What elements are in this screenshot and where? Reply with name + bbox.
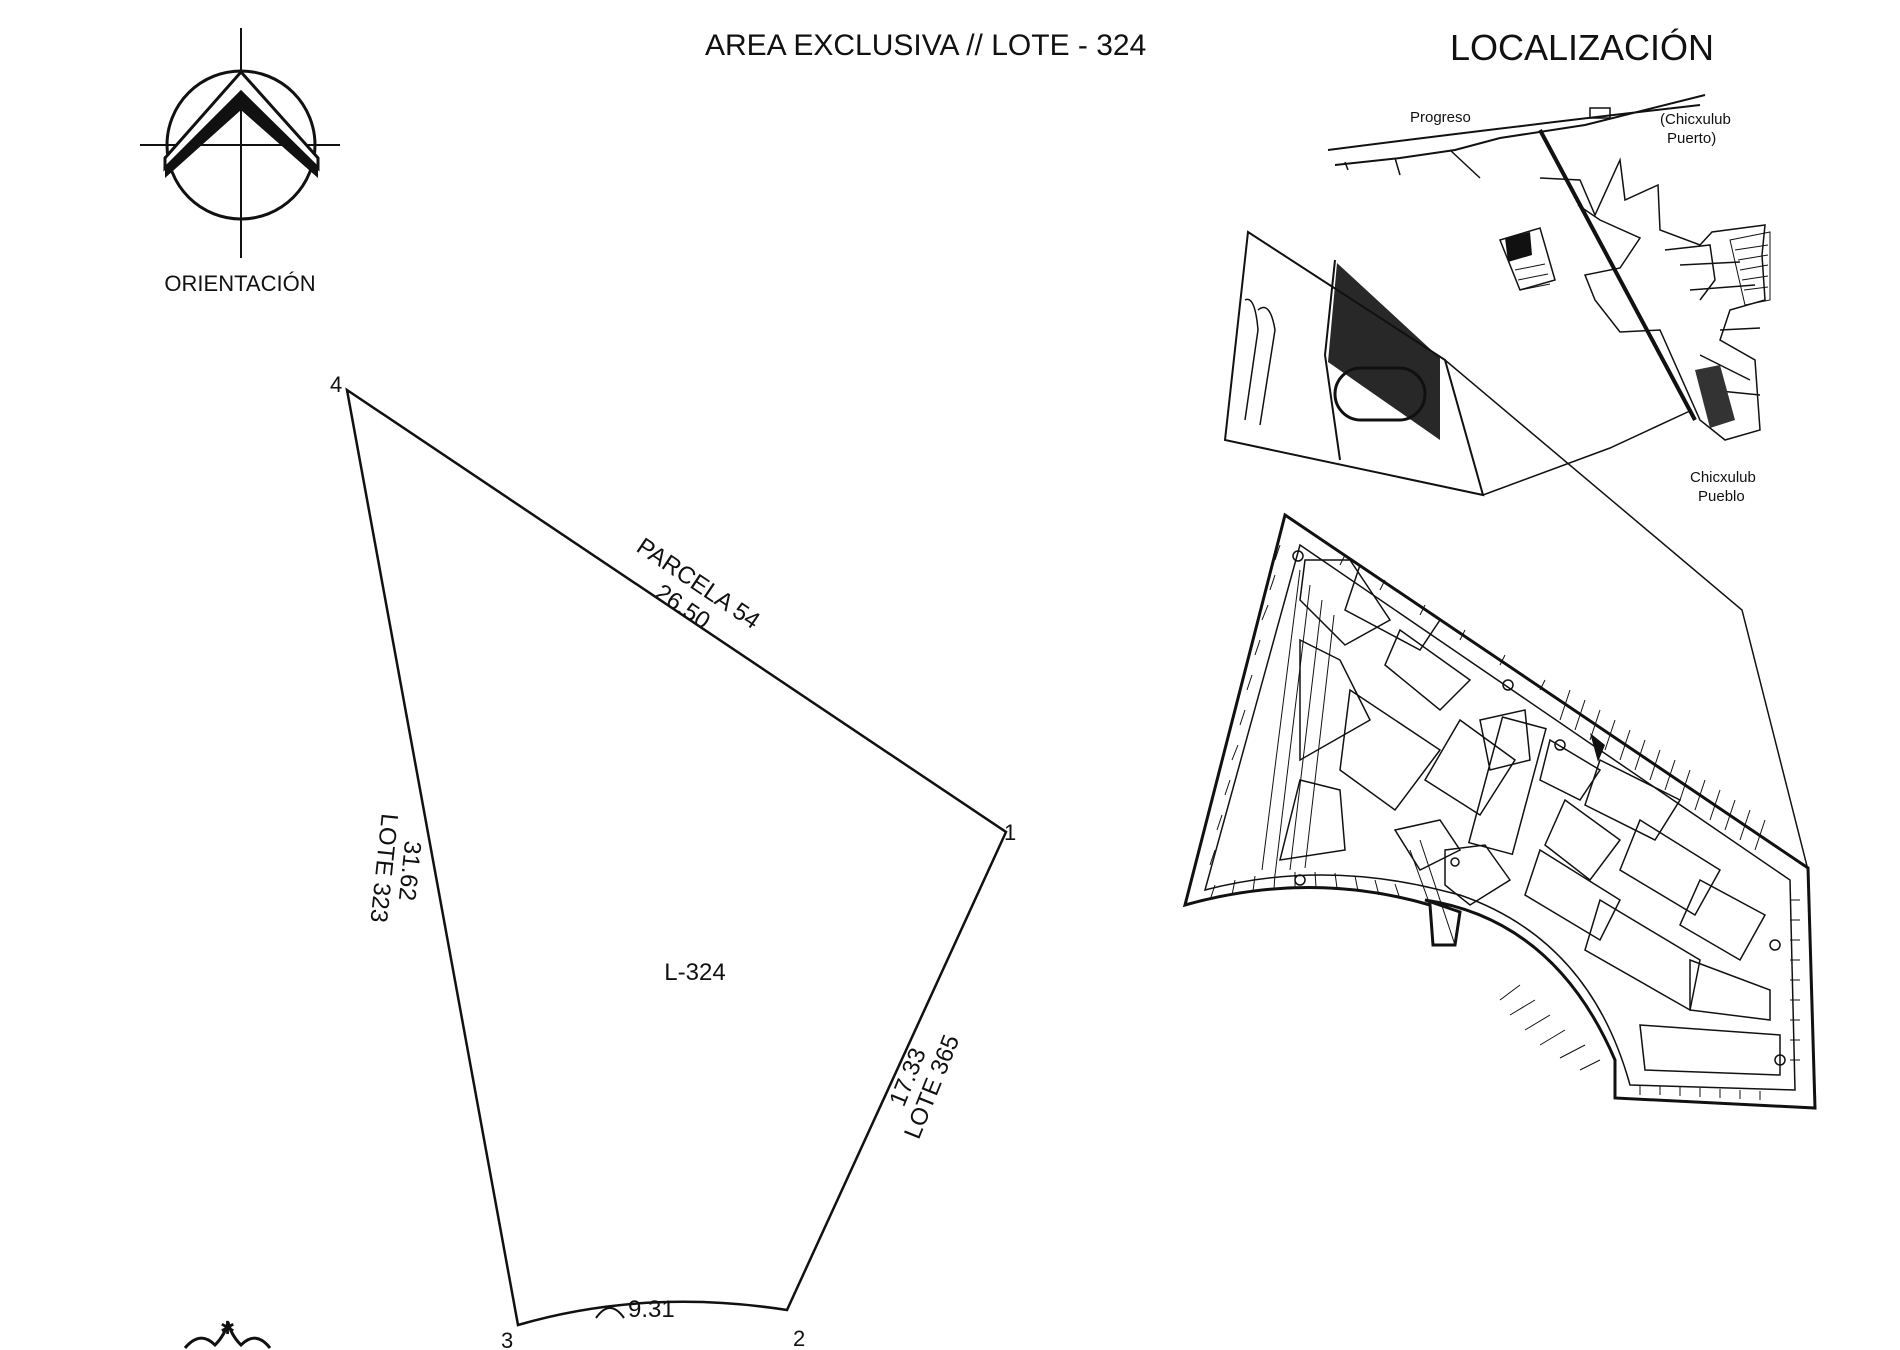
lot-name: L-324 bbox=[664, 959, 725, 986]
place-chicxulub-pueblo-2: Pueblo bbox=[1698, 488, 1745, 505]
arc-icon bbox=[595, 1307, 625, 1319]
side-length-arc: 9.31 bbox=[628, 1296, 675, 1323]
orientation-label: ORIENTACIÓN bbox=[164, 271, 315, 296]
lot-boundary bbox=[345, 387, 1008, 1327]
place-chicxulub-pueblo-1: Chicxulub bbox=[1690, 469, 1756, 486]
vertex-1: 1 bbox=[1004, 820, 1016, 845]
north-arrow-icon bbox=[140, 28, 340, 258]
vertex-3: 3 bbox=[501, 1328, 513, 1350]
place-chicxulub-puerto-2: Puerto) bbox=[1667, 130, 1716, 147]
vertex-2: 2 bbox=[793, 1326, 805, 1350]
svg-text:✱: ✱ bbox=[220, 1318, 235, 1338]
place-progreso: Progreso bbox=[1410, 109, 1471, 126]
ornament-icon: ✱ bbox=[183, 1318, 272, 1349]
place-chicxulub-puerto-1: (Chicxulub bbox=[1660, 111, 1731, 128]
side-length-lote-323: 31.62 bbox=[393, 840, 426, 903]
page-title: AREA EXCLUSIVA // LOTE - 324 bbox=[705, 29, 1146, 62]
vertex-4: 4 bbox=[330, 372, 342, 397]
location-map: Progreso (Chicxulub Puerto) Chicxulub Pu… bbox=[1182, 94, 1817, 1110]
side-label-lote-323: LOTE 323 bbox=[364, 812, 402, 924]
location-title: LOCALIZACIÓN bbox=[1450, 27, 1714, 68]
